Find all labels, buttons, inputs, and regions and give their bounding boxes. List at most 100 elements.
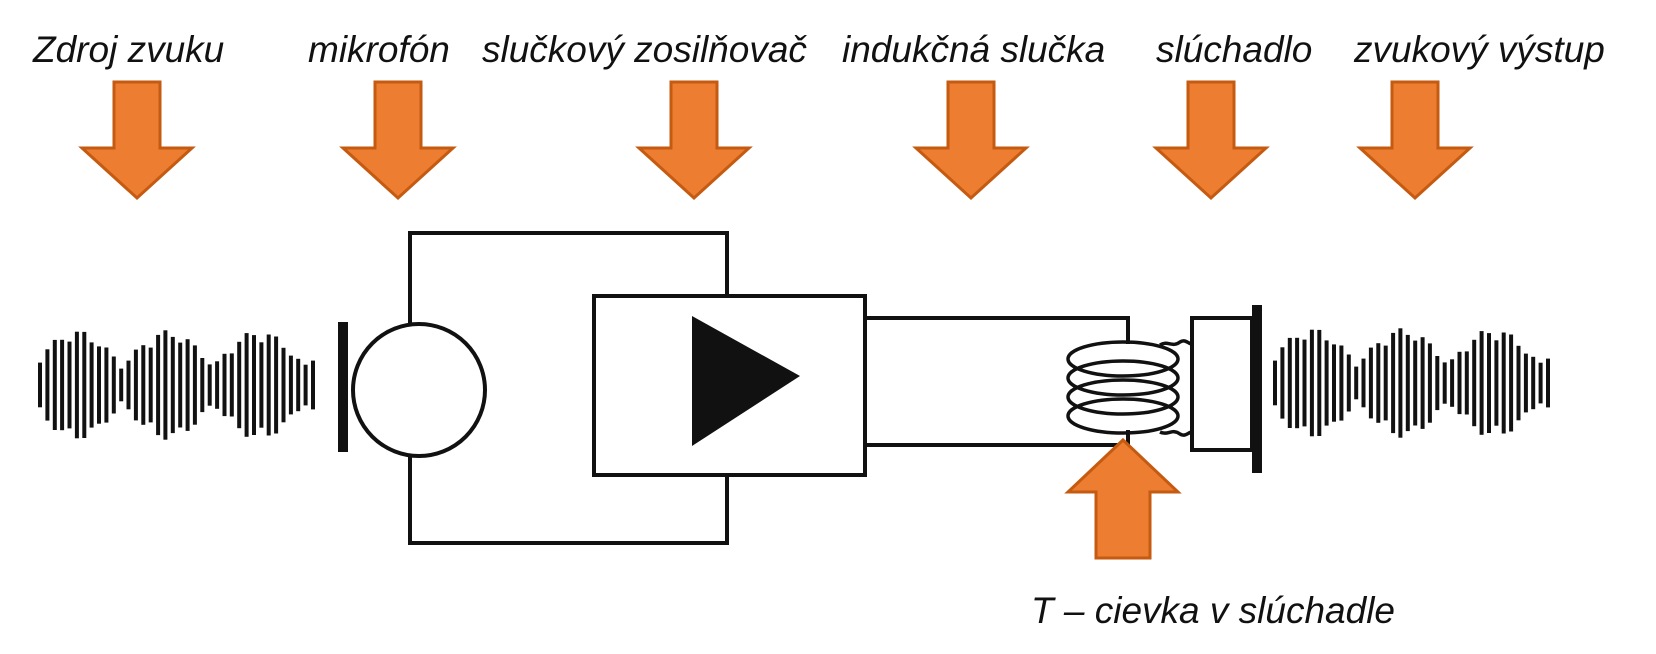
wave-bar <box>1413 340 1418 426</box>
loop-bottom-wire <box>865 430 1130 447</box>
wave-bar <box>1368 347 1373 419</box>
label-loop-amplifier: slučkový zosilňovač <box>482 29 807 70</box>
wave-bar <box>45 349 50 421</box>
down-arrow-icon <box>1152 80 1270 201</box>
wave-bar <box>1479 331 1484 435</box>
wave-bar <box>1398 328 1403 438</box>
wave-bar <box>303 364 308 406</box>
coil-icon <box>1066 339 1194 437</box>
wave-bar <box>52 339 57 430</box>
wave-bar <box>1450 359 1455 407</box>
mic-top-wire <box>408 231 729 325</box>
coil-turn <box>1066 359 1180 397</box>
wave-bar <box>82 331 87 438</box>
wave-bar <box>1516 345 1521 421</box>
loop-top-wire <box>865 316 1130 344</box>
wave-bar <box>222 353 227 417</box>
wave-bar <box>215 361 220 409</box>
wave-bar <box>38 362 42 408</box>
wave-bar <box>259 342 264 428</box>
wave-bar <box>1332 344 1336 422</box>
wave-bar <box>67 341 72 429</box>
wave-bar <box>1287 337 1292 428</box>
wave-bar <box>89 342 94 428</box>
wave-bar <box>74 331 79 439</box>
coil-lead-top <box>1159 339 1194 347</box>
microphone-circle <box>351 322 487 458</box>
wave-bar <box>163 330 168 440</box>
wave-bar <box>1383 345 1388 421</box>
wave-bar <box>1457 351 1462 415</box>
wave-bar <box>229 353 234 417</box>
wave-bar <box>281 347 286 423</box>
wave-bar <box>207 364 212 406</box>
down-arrow-icon <box>912 80 1030 201</box>
wave-bar <box>1531 356 1536 410</box>
wave-bar <box>60 339 65 431</box>
wave-bar <box>1523 353 1528 413</box>
earpiece-plate <box>1252 305 1262 473</box>
wave-bar <box>1273 360 1277 406</box>
wave-bar <box>126 360 131 410</box>
wave-bar <box>148 347 153 423</box>
coil-turn <box>1066 378 1180 416</box>
wave-bar <box>1339 345 1344 421</box>
wave-bar <box>1538 362 1543 404</box>
wave-bar <box>244 333 249 437</box>
sound-wave-icon <box>38 330 315 440</box>
coil-turn <box>1066 340 1180 378</box>
wave-bar <box>288 355 293 415</box>
wave-bar <box>1280 347 1285 419</box>
down-arrow-icon <box>635 80 753 201</box>
wave-bar <box>1361 358 1366 408</box>
wave-bar <box>1546 358 1550 408</box>
wave-bar <box>111 356 116 414</box>
label-hearing-aid: slúchadlo <box>1156 29 1312 70</box>
label-induction-loop: indukčná slučka <box>842 29 1105 70</box>
down-arrow-icon <box>339 80 457 201</box>
wave-bar <box>1317 329 1322 436</box>
wave-bar <box>1509 334 1514 432</box>
wave-bar <box>1346 354 1351 412</box>
wave-bar <box>296 358 301 412</box>
wave-bar <box>1309 329 1314 437</box>
wave-bar <box>170 336 175 434</box>
amplifier-triangle-icon <box>692 316 800 446</box>
wave-bar <box>185 339 190 431</box>
wave-bar <box>178 342 183 428</box>
down-arrow-icon <box>1356 80 1474 201</box>
wave-bar <box>1376 343 1381 423</box>
wave-bar <box>104 347 109 423</box>
sound-wave-icon <box>1273 328 1550 438</box>
wave-bar <box>237 341 242 429</box>
wave-bar <box>1464 351 1469 415</box>
label-microphone: mikrofón <box>308 29 450 70</box>
mic-bottom-wire <box>408 456 729 545</box>
wave-bar <box>156 334 161 436</box>
earpiece-icon <box>1190 305 1262 473</box>
wave-bar <box>266 334 271 436</box>
wave-bar <box>1501 332 1506 434</box>
label-sound-output: zvukový výstup <box>1353 29 1605 70</box>
wave-bar <box>200 358 205 413</box>
wave-bar <box>1324 340 1329 426</box>
coil-lead-bottom <box>1159 429 1194 437</box>
earpiece-box <box>1190 316 1254 452</box>
wave-bar <box>1295 337 1300 429</box>
wave-bar <box>1427 343 1432 423</box>
wave-bar <box>1302 339 1307 427</box>
wave-bar <box>1354 366 1359 400</box>
up-arrow <box>1064 437 1182 560</box>
label-t-coil: T – cievka v slúchadle <box>1031 590 1395 631</box>
microphone-icon <box>338 322 487 458</box>
up-arrow-icon <box>1064 437 1182 560</box>
wave-bar <box>141 345 146 425</box>
wave-bar <box>1420 337 1425 429</box>
microphone-plate <box>338 322 348 452</box>
wave-bar <box>1391 332 1396 434</box>
wave-bar <box>1435 356 1440 411</box>
wave-bar <box>1487 333 1491 433</box>
wave-bar <box>192 345 197 425</box>
label-sound-source: Zdroj zvuku <box>32 29 224 70</box>
